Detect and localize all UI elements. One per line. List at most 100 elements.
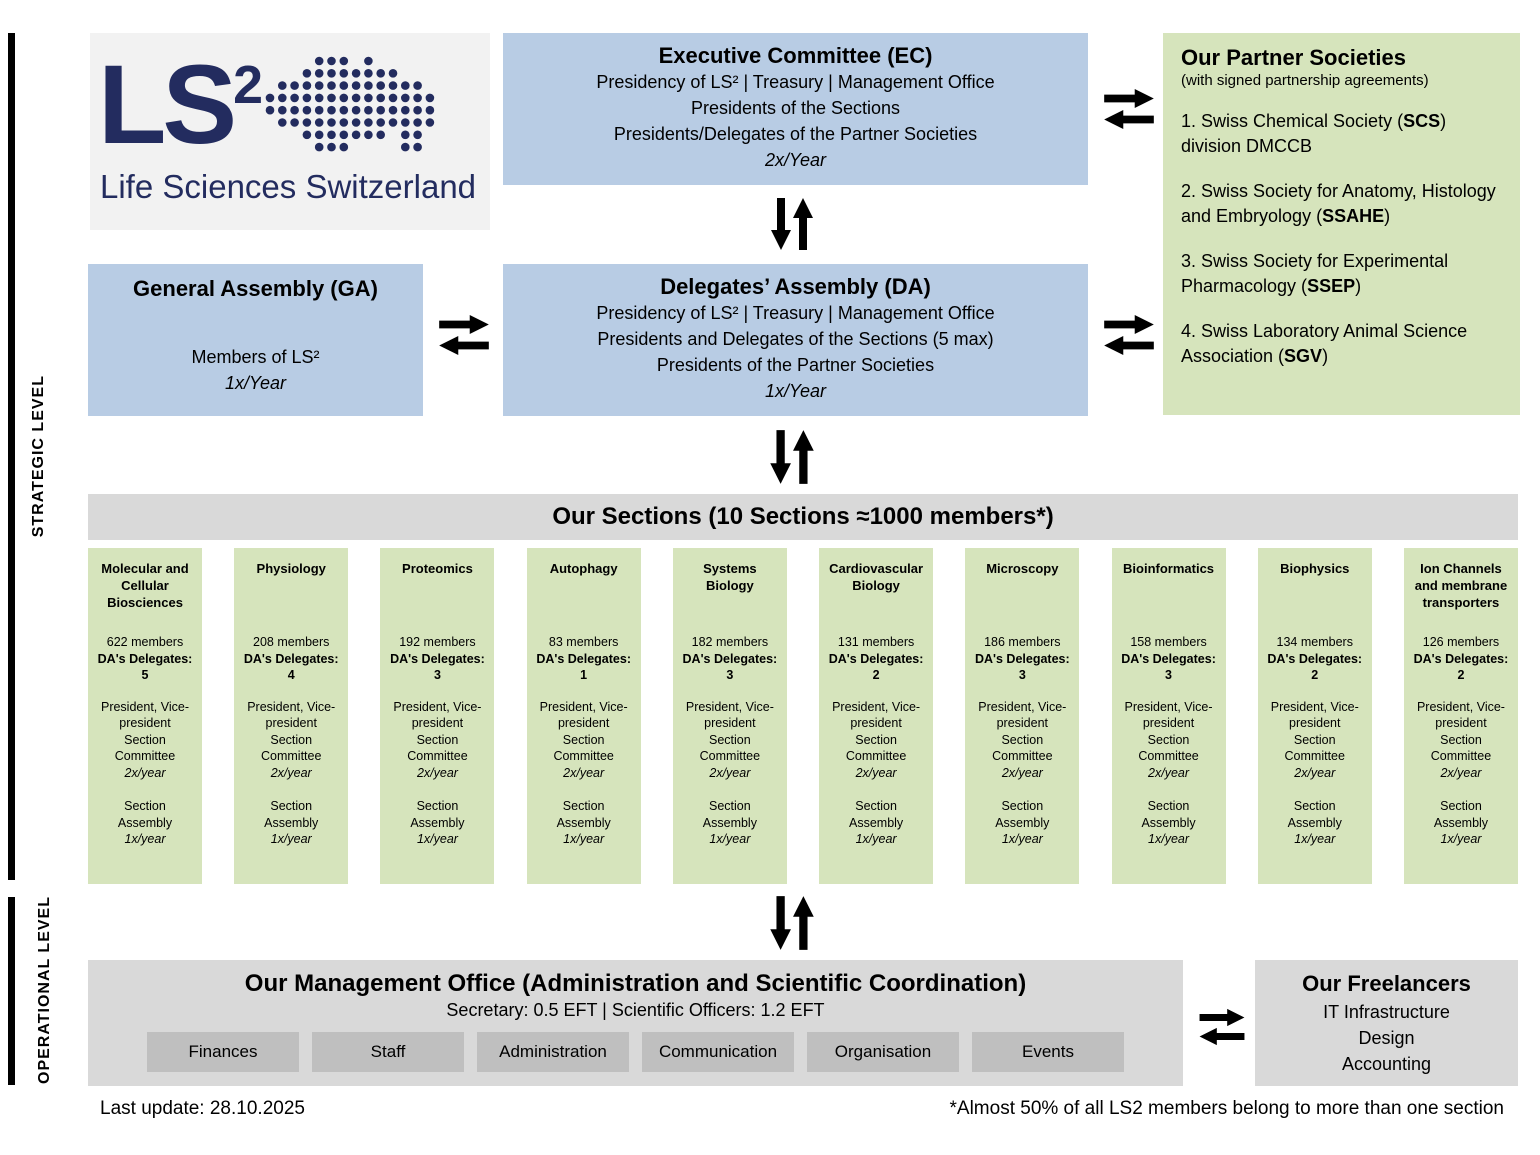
section-assembly: Section Assembly bbox=[556, 799, 611, 830]
section-name: Microscopy bbox=[986, 561, 1059, 576]
partner-item-text-after: ) bbox=[1384, 206, 1391, 226]
section-delegates-count: 2 bbox=[1457, 668, 1465, 682]
section-assembly-frequency: 1x/year bbox=[855, 832, 897, 846]
da-line-2: Presidents and Delegates of the Sections… bbox=[597, 329, 994, 349]
arrow-management-freelancers bbox=[1197, 1008, 1247, 1046]
partner-item-text-after: ) bbox=[1322, 346, 1329, 366]
section-members: 622 members bbox=[106, 635, 184, 649]
department-box: Communication bbox=[642, 1032, 794, 1072]
partner-item-abbr: SSAHE bbox=[1322, 206, 1385, 226]
department-box: Events bbox=[972, 1032, 1124, 1072]
section-assembly: Section Assembly bbox=[1287, 799, 1342, 830]
section-assembly: Section Assembly bbox=[410, 799, 465, 830]
operational-level-text: OPERATIONAL LEVEL bbox=[36, 896, 53, 1084]
logo-wordmark: LS2 bbox=[98, 43, 263, 166]
section-committee-frequency: 2x/year bbox=[855, 765, 897, 780]
ga-title: General Assembly (GA) bbox=[133, 276, 378, 301]
logo-superscript: 2 bbox=[233, 54, 264, 115]
delegates-assembly-box: Delegates’ Assembly (DA) Presidency of L… bbox=[503, 264, 1088, 416]
section-committee: President, Vice-president Section Commit… bbox=[978, 699, 1067, 764]
arrow-ec-partner bbox=[1102, 88, 1156, 130]
partner-item-text-after: ) bbox=[1355, 276, 1362, 296]
section-assembly-frequency: 1x/year bbox=[124, 832, 166, 846]
da-frequency: 1x/Year bbox=[764, 381, 827, 401]
section-members: 158 members bbox=[1130, 635, 1207, 649]
section-committee: President, Vice-president Section Commit… bbox=[832, 699, 921, 764]
section-name: Cardiovascular Biology bbox=[829, 561, 924, 594]
operational-level-label: OPERATIONAL LEVEL bbox=[14, 895, 76, 1085]
double-arrow-horizontal-icon bbox=[1199, 1008, 1245, 1046]
executive-committee-box: Executive Committee (EC) Presidency of L… bbox=[503, 33, 1088, 185]
section-assembly: Section Assembly bbox=[1141, 799, 1196, 830]
partner-societies-box: Our Partner Societies (with signed partn… bbox=[1163, 33, 1520, 415]
section-delegates-count: 3 bbox=[1018, 668, 1026, 682]
logo-row: LS2 bbox=[90, 33, 490, 166]
ec-title: Executive Committee (EC) bbox=[658, 43, 933, 68]
department-box: Staff bbox=[312, 1032, 464, 1072]
double-arrow-vertical-icon bbox=[770, 896, 814, 950]
section-committee: President, Vice-president Section Commit… bbox=[1124, 699, 1213, 764]
partner-society-item: 3. Swiss Society for Experimental Pharma… bbox=[1181, 249, 1502, 299]
section-assembly: Section Assembly bbox=[1433, 799, 1489, 830]
ec-frequency: 2x/Year bbox=[764, 150, 827, 170]
arrow-ga-da bbox=[437, 314, 491, 356]
strategic-level-bar bbox=[8, 33, 15, 880]
section-members: 208 members bbox=[253, 635, 330, 649]
section-box: Ion Channels and membrane transporters 1… bbox=[1403, 548, 1518, 884]
partner-item-text: 1. Swiss Chemical Society ( bbox=[1181, 111, 1404, 131]
section-box: Biophysics 134 members DA's Delegates: 2… bbox=[1257, 548, 1372, 884]
section-committee: President, Vice-president Section Commit… bbox=[1270, 699, 1359, 764]
ec-line-2: Presidents of the Sections bbox=[690, 98, 901, 118]
section-members: 83 members bbox=[548, 635, 619, 649]
partner-item-text: 2. Swiss Society for Anatomy, Histology … bbox=[1181, 181, 1496, 226]
section-delegates-count: 5 bbox=[141, 668, 149, 682]
section-committee-frequency: 2x/year bbox=[416, 765, 458, 780]
footnote-text: *Almost 50% of all LS2 members belong to… bbox=[949, 1098, 1504, 1119]
section-members: 134 members bbox=[1276, 635, 1353, 649]
section-assembly-frequency: 1x/year bbox=[1001, 832, 1043, 846]
section-members: 186 members bbox=[984, 635, 1061, 649]
section-name: Molecular and Cellular Biosciences bbox=[101, 561, 189, 611]
section-assembly-frequency: 1x/year bbox=[563, 832, 605, 846]
section-box: Bioinformatics 158 members DA's Delegate… bbox=[1111, 548, 1226, 884]
section-members: 192 members bbox=[399, 635, 476, 649]
section-committee: President, Vice-president Section Commit… bbox=[1416, 699, 1505, 764]
section-delegates-label: DA's Delegates: bbox=[682, 651, 778, 666]
partner-item-text: 3. Swiss Society for Experimental Pharma… bbox=[1181, 251, 1449, 296]
freelancers-box: Our Freelancers IT Infrastructure Design… bbox=[1255, 960, 1518, 1086]
section-delegates-label: DA's Delegates: bbox=[828, 651, 924, 666]
partner-item-text: 4. Swiss Laboratory Animal Science Assoc… bbox=[1181, 321, 1468, 366]
section-committee-frequency: 2x/year bbox=[709, 765, 751, 780]
section-box: Proteomics 192 members DA's Delegates: 3… bbox=[380, 548, 495, 884]
section-delegates-label: DA's Delegates: bbox=[974, 651, 1070, 666]
section-assembly-frequency: 1x/year bbox=[416, 832, 458, 846]
management-office-box: Our Management Office (Administration an… bbox=[88, 960, 1183, 1086]
section-assembly-frequency: 1x/year bbox=[270, 832, 312, 846]
arrow-da-sections bbox=[769, 428, 815, 486]
section-name: Ion Channels and membrane transporters bbox=[1414, 561, 1508, 611]
section-delegates-label: DA's Delegates: bbox=[536, 651, 631, 666]
section-assembly-frequency: 1x/year bbox=[1294, 832, 1336, 846]
arrow-sections-management bbox=[769, 894, 815, 952]
section-delegates-count: 3 bbox=[433, 668, 441, 682]
da-title: Delegates’ Assembly (DA) bbox=[660, 274, 931, 299]
switzerland-dot-map-icon bbox=[265, 56, 435, 151]
section-committee: President, Vice-president Section Commit… bbox=[247, 699, 336, 764]
ga-members: Members of LS² bbox=[191, 347, 320, 367]
section-delegates-label: DA's Delegates: bbox=[97, 651, 193, 666]
section-committee-frequency: 2x/year bbox=[1294, 765, 1336, 780]
section-box: Physiology 208 members DA's Delegates: 4… bbox=[234, 548, 349, 884]
section-name: Biophysics bbox=[1280, 561, 1350, 576]
strategic-level-text: STRATEGIC LEVEL bbox=[30, 375, 47, 538]
section-committee-frequency: 2x/year bbox=[270, 765, 312, 780]
department-box: Organisation bbox=[807, 1032, 959, 1072]
section-committee: President, Vice-president Section Commit… bbox=[685, 699, 774, 764]
section-committee: President, Vice-president Section Commit… bbox=[393, 699, 482, 764]
section-box: Autophagy 83 members DA's Delegates: 1 P… bbox=[526, 548, 641, 884]
section-members: 182 members bbox=[691, 635, 769, 649]
partner-society-item: 4. Swiss Laboratory Animal Science Assoc… bbox=[1181, 319, 1502, 369]
section-assembly: Section Assembly bbox=[702, 799, 757, 830]
double-arrow-horizontal-icon bbox=[439, 314, 489, 356]
logo-ls-text: LS bbox=[98, 42, 237, 167]
